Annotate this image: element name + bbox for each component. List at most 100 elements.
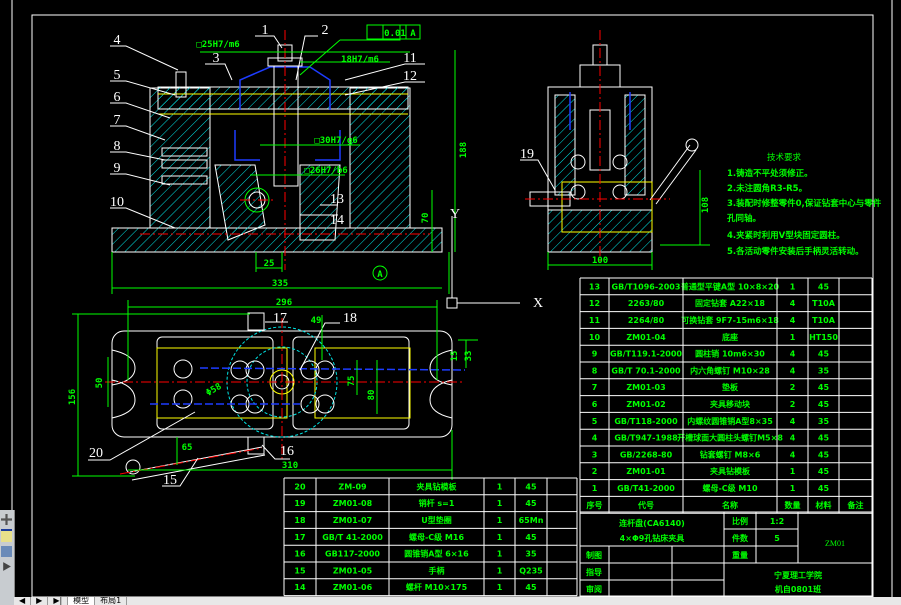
- parts-list-cell: 65Mn: [519, 516, 544, 525]
- parts-list-cell: 普通型平键A型 10×8×20: [681, 281, 780, 291]
- parts-list-cell: 内六角螺钉 M10×28: [690, 365, 770, 375]
- layer-color-icon[interactable]: [1, 529, 12, 542]
- dim-top-50: 50: [95, 378, 105, 389]
- parts-list-cell: 2: [790, 383, 796, 392]
- parts-list-cell: 1: [592, 484, 598, 493]
- svg-text:孔同轴。: 孔同轴。: [727, 213, 761, 224]
- properties-icon[interactable]: [1, 546, 12, 557]
- balloon-1: 1: [262, 23, 269, 38]
- parts-list-cell: 11: [589, 316, 601, 325]
- parts-list-cell: 1: [497, 583, 503, 592]
- parts-list-cell: 8: [592, 366, 598, 375]
- svg-text:4.夹紧时利用V型块固定圆柱。: 4.夹紧时利用V型块固定圆柱。: [727, 230, 845, 241]
- parts-list-cell: 2263/80: [628, 299, 665, 308]
- scale-value: 1:2: [770, 517, 784, 526]
- dim-front-base: 70: [421, 213, 431, 224]
- parts-list-cell: GB/T118-2000: [614, 417, 678, 426]
- parts-list-cell: 夹具钻模板: [710, 466, 751, 476]
- drawing-number: ZM01: [825, 539, 845, 548]
- balloon-16: 16: [280, 444, 294, 459]
- dim-front-width: 335: [272, 279, 288, 289]
- parts-list-cell: 1: [497, 499, 503, 508]
- parts-list-cell: 4: [790, 434, 796, 443]
- left-toolbar: [0, 510, 15, 605]
- parts-list-cell: 4: [790, 450, 796, 459]
- dim-top-80: 80: [367, 390, 377, 401]
- dim-top-65: 65: [182, 443, 193, 453]
- parts-list-cell: 4: [592, 434, 598, 443]
- tab-layout1[interactable]: 布局1: [95, 597, 128, 605]
- parts-list-cell: 45: [818, 383, 830, 392]
- parts-list-cell: 45: [818, 484, 830, 493]
- parts-list-cell: 备注: [847, 500, 864, 510]
- tab-model[interactable]: 模型: [68, 597, 96, 605]
- play-arrow-icon[interactable]: [3, 562, 11, 571]
- parts-list-cell: ZM01-02: [626, 400, 665, 409]
- tech-req-title: 技术要求: [767, 152, 802, 163]
- datum-symbol: A: [377, 270, 383, 280]
- svg-text:制图: 制图: [586, 550, 602, 560]
- parts-list-cell: 固定钻套 A22×18: [695, 298, 765, 308]
- balloon-17: 17: [273, 311, 287, 326]
- parts-list-cell: ZM01-05: [333, 566, 373, 575]
- parts-list-cell: 45: [818, 450, 830, 459]
- parts-list-cell: 18: [294, 516, 306, 525]
- dim-top-dia: Φ58: [204, 382, 223, 399]
- dim-front-height: 188: [459, 142, 469, 158]
- parts-list-cell: 4: [790, 316, 796, 325]
- balloon-3: 3: [213, 51, 220, 66]
- parts-list-cell: 1: [790, 467, 796, 476]
- parts-list-cell: 数量: [785, 500, 801, 510]
- move-tool-icon[interactable]: [1, 514, 12, 525]
- title-block: 连杆盘(CA6140) 4×Φ9孔钻床夹具 比例 1:2 件数 5 重量 ZM0…: [579, 511, 873, 597]
- parts-list-cell: 1: [497, 533, 503, 542]
- parts-list-cell: GB/T 70.1-2000: [611, 366, 681, 375]
- parts-list-cell: 内螺纹圆锥销A型8×35: [687, 416, 773, 426]
- balloon-5: 5: [114, 68, 121, 83]
- dim-front-offset: 25: [264, 259, 275, 269]
- svg-text:X: X: [533, 296, 543, 311]
- balloon-7: 7: [114, 113, 121, 128]
- balloon-18: 18: [343, 311, 357, 326]
- dim-top-width: 296: [276, 298, 292, 308]
- parts-list-cell: 16: [294, 550, 306, 559]
- parts-list-cell: 材料: [816, 500, 832, 510]
- tab-last-button[interactable]: ▶|: [48, 597, 69, 605]
- dim-top-49: 49: [311, 316, 322, 326]
- parts-list-cell: 圆柱销 10m6×30: [695, 349, 765, 359]
- parts-list-cell: ZM01-08: [333, 499, 373, 508]
- parts-list-cell: 45: [818, 467, 830, 476]
- parts-list-cell: 螺母-C级 M10: [702, 483, 758, 493]
- svg-text:比例: 比例: [732, 516, 748, 526]
- school-name: 宁夏理工学院: [774, 570, 822, 580]
- parts-list-cell: 12: [589, 299, 600, 308]
- parts-list-cell: 6: [592, 400, 598, 409]
- balloon-14: 14: [330, 213, 344, 228]
- parts-list-cell: 13: [589, 282, 600, 291]
- parts-list-cell: GB/T41-2000: [617, 484, 675, 493]
- svg-text:2.未注圆角R3-R5。: 2.未注圆角R3-R5。: [727, 183, 807, 194]
- parts-list-cell: 35: [525, 550, 537, 559]
- fit-mid: □30H7/g6: [314, 136, 357, 146]
- tab-next-button[interactable]: ▶: [31, 597, 49, 605]
- parts-list-cell: 35: [818, 366, 830, 375]
- parts-list-cell: 45: [525, 583, 537, 592]
- parts-list-cell: 17: [294, 533, 305, 542]
- tab-first-button[interactable]: ◀: [14, 597, 32, 605]
- parts-list-cell: U型垫圈: [421, 515, 452, 525]
- parts-list-cell: 3: [592, 450, 598, 459]
- layout-tabs: ◀▶▶|模型布局1: [14, 597, 901, 605]
- dim-side-width: 100: [592, 256, 608, 266]
